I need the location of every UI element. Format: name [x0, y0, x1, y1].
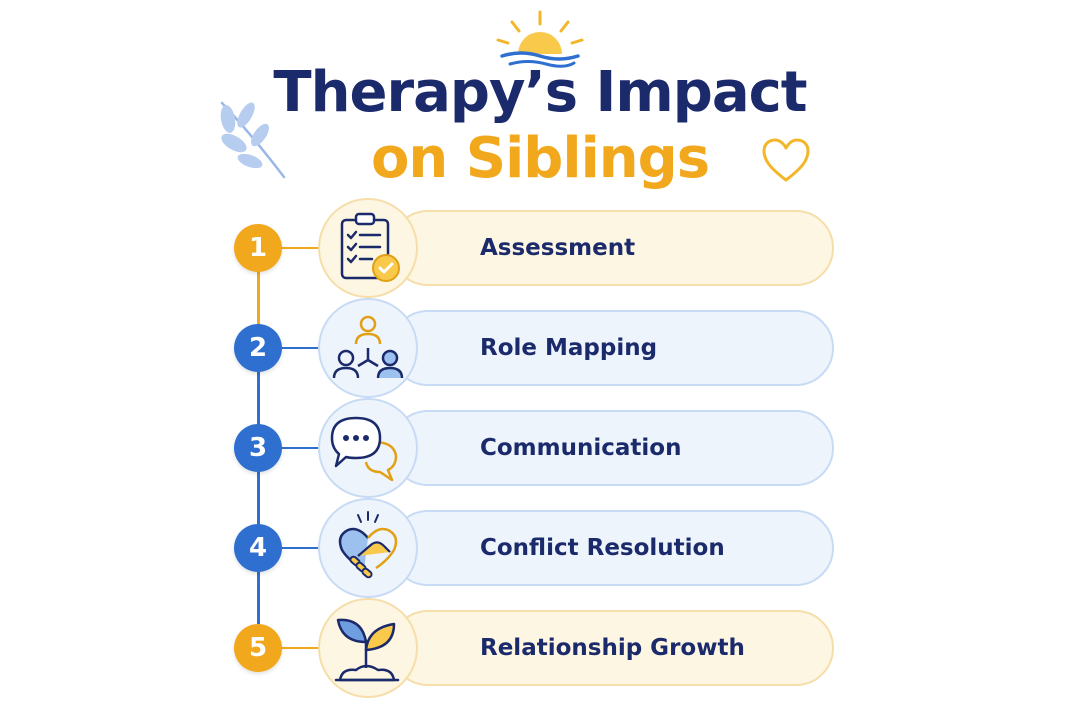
step-connector — [282, 447, 322, 449]
step-icon-circle — [318, 198, 418, 298]
step-relationship-growth: 5 Relationship Growth — [0, 598, 1080, 698]
step-label: Conflict Resolution — [480, 535, 725, 561]
step-assessment: 1 Assessment — [0, 198, 1080, 298]
step-pill — [390, 610, 834, 686]
leaf-sprig-icon — [220, 101, 286, 179]
step-icon-circle — [318, 598, 418, 698]
step-icon-circle — [318, 398, 418, 498]
step-connector — [282, 247, 322, 249]
people-network-icon — [332, 315, 404, 379]
title-line-1: Therapy’s Impact — [273, 60, 807, 125]
step-pill — [390, 410, 834, 486]
step-icon-circle — [318, 498, 418, 598]
step-number-badge: 3 — [234, 424, 282, 472]
title-line-2: on Siblings — [370, 126, 710, 191]
step-number-badge: 4 — [234, 524, 282, 572]
step-pill — [390, 510, 834, 586]
step-label: Role Mapping — [480, 335, 658, 361]
heart-icon — [762, 138, 810, 182]
step-conflict-resolution: 4 Conflict Resolution — [0, 498, 1080, 598]
step-connector — [282, 547, 322, 549]
step-connector — [282, 347, 322, 349]
step-pill — [390, 210, 834, 286]
step-pill — [390, 310, 834, 386]
clipboard-check-icon — [340, 212, 400, 282]
timeline-line-segment-3 — [257, 472, 260, 524]
step-number-badge: 5 — [234, 624, 282, 672]
step-icon-circle — [318, 298, 418, 398]
handshake-heart-icon — [338, 511, 398, 579]
step-number-badge: 1 — [234, 224, 282, 272]
step-role-mapping: 2 Role Mapping — [0, 298, 1080, 398]
step-communication: 3 Communication — [0, 398, 1080, 498]
sun-icon — [496, 10, 584, 68]
sprout-icon — [334, 618, 400, 682]
step-label: Assessment — [480, 235, 636, 261]
timeline-line-segment-1 — [257, 270, 260, 326]
timeline-line-segment-2 — [257, 372, 260, 428]
chat-bubbles-icon — [330, 416, 398, 482]
step-connector — [282, 647, 322, 649]
timeline-line-segment-4 — [257, 572, 260, 624]
step-number-badge: 2 — [234, 324, 282, 372]
step-label: Communication — [480, 435, 682, 461]
step-label: Relationship Growth — [480, 635, 745, 661]
